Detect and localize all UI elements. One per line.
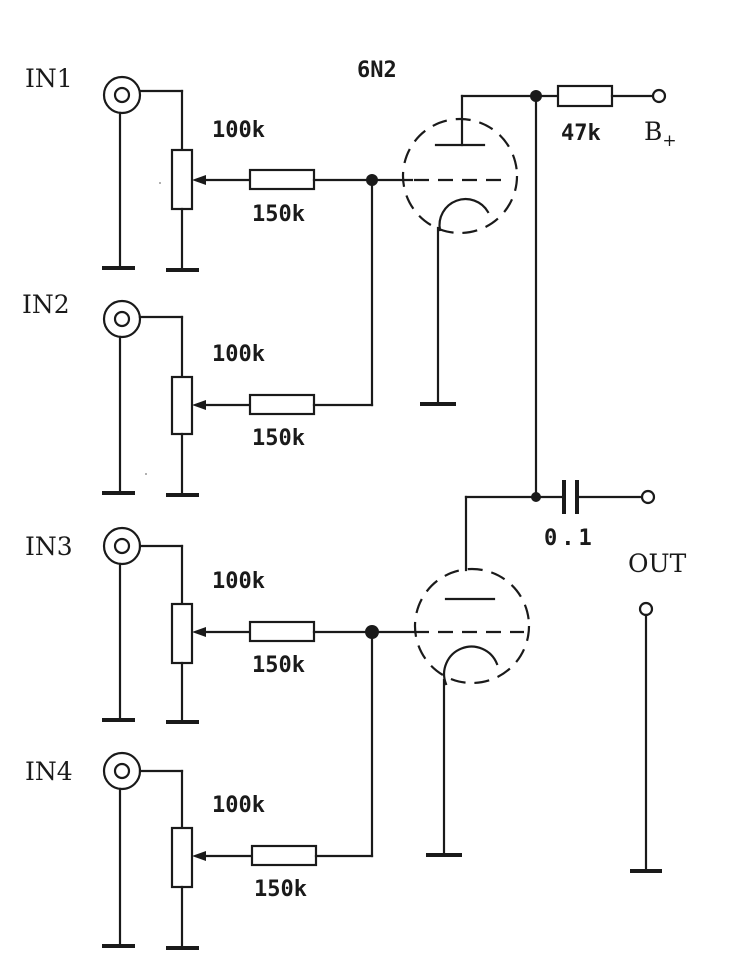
wiper-arrow-2 (192, 400, 206, 410)
tube-label: 6N2 (357, 58, 397, 83)
triode-lower (413, 495, 538, 857)
output-network (530, 84, 667, 873)
tube-envelope-upper (401, 117, 519, 235)
resistor-150k-4 (250, 844, 318, 867)
input-jack-1 (102, 75, 142, 115)
cathode-lower (443, 645, 499, 686)
resistor-value-1: 150k (252, 202, 305, 227)
input-jack-3-center (113, 537, 131, 555)
scan-speck (159, 182, 161, 184)
summing-bus (365, 174, 379, 858)
pot-value-2: 100k (212, 342, 265, 367)
wiper-arrow-1 (192, 175, 206, 185)
junction-dot-lower (365, 625, 379, 639)
junction-dot-upper (366, 174, 378, 186)
capacitor-value: 0.1 (544, 526, 596, 551)
pot-value-3: 100k (212, 569, 265, 594)
input-jack-2 (102, 299, 142, 339)
input-jack-4 (102, 751, 142, 791)
input-channel-2: 100k 150k IN2 (22, 290, 374, 497)
input-label-2: IN2 (22, 290, 70, 319)
cathode-upper (438, 198, 490, 232)
potentiometer-1 (170, 148, 194, 211)
resistor-150k-1 (248, 168, 316, 191)
potentiometer-2 (170, 375, 194, 436)
wiper-arrow-4 (192, 851, 206, 861)
resistor-150k-2 (248, 393, 316, 416)
supply-label: B+ (644, 117, 677, 151)
wiper-arrow-3 (192, 627, 206, 637)
input-label-4: IN4 (25, 757, 73, 786)
input-jack-4-center (113, 762, 131, 780)
input-channel-3: 100k 150k IN3 (25, 526, 416, 724)
output-terminal (640, 489, 656, 505)
input-channel-4: 100k 150k IN4 (25, 751, 374, 950)
resistor-value-2: 150k (252, 426, 305, 451)
supply-terminal (651, 88, 667, 104)
output-label: OUT (628, 549, 687, 578)
input-label-1: IN1 (25, 64, 73, 93)
load-resistor-value: 47k (561, 121, 601, 146)
potentiometer-3 (170, 602, 194, 665)
potentiometer-4 (170, 826, 194, 889)
load-resistor-47k (556, 84, 614, 108)
supply-subscript: + (662, 131, 676, 151)
input-label-3: IN3 (25, 532, 73, 561)
input-jack-3 (102, 526, 142, 566)
tube-envelope-lower (413, 567, 531, 685)
scan-speck (145, 473, 147, 475)
resistor-value-3: 150k (252, 653, 305, 678)
pot-value-4: 100k (212, 793, 265, 818)
resistor-value-4: 150k (254, 877, 307, 902)
resistor-150k-3 (248, 620, 316, 643)
triode-upper (401, 94, 538, 406)
input-channel-1: 100k 150k IN1 (25, 64, 414, 272)
input-jack-1-center (113, 86, 131, 104)
input-jack-2-center (113, 310, 131, 328)
supply-letter: B (644, 117, 662, 146)
output-ground-terminal (638, 601, 654, 617)
pot-value-1: 100k (212, 118, 265, 143)
